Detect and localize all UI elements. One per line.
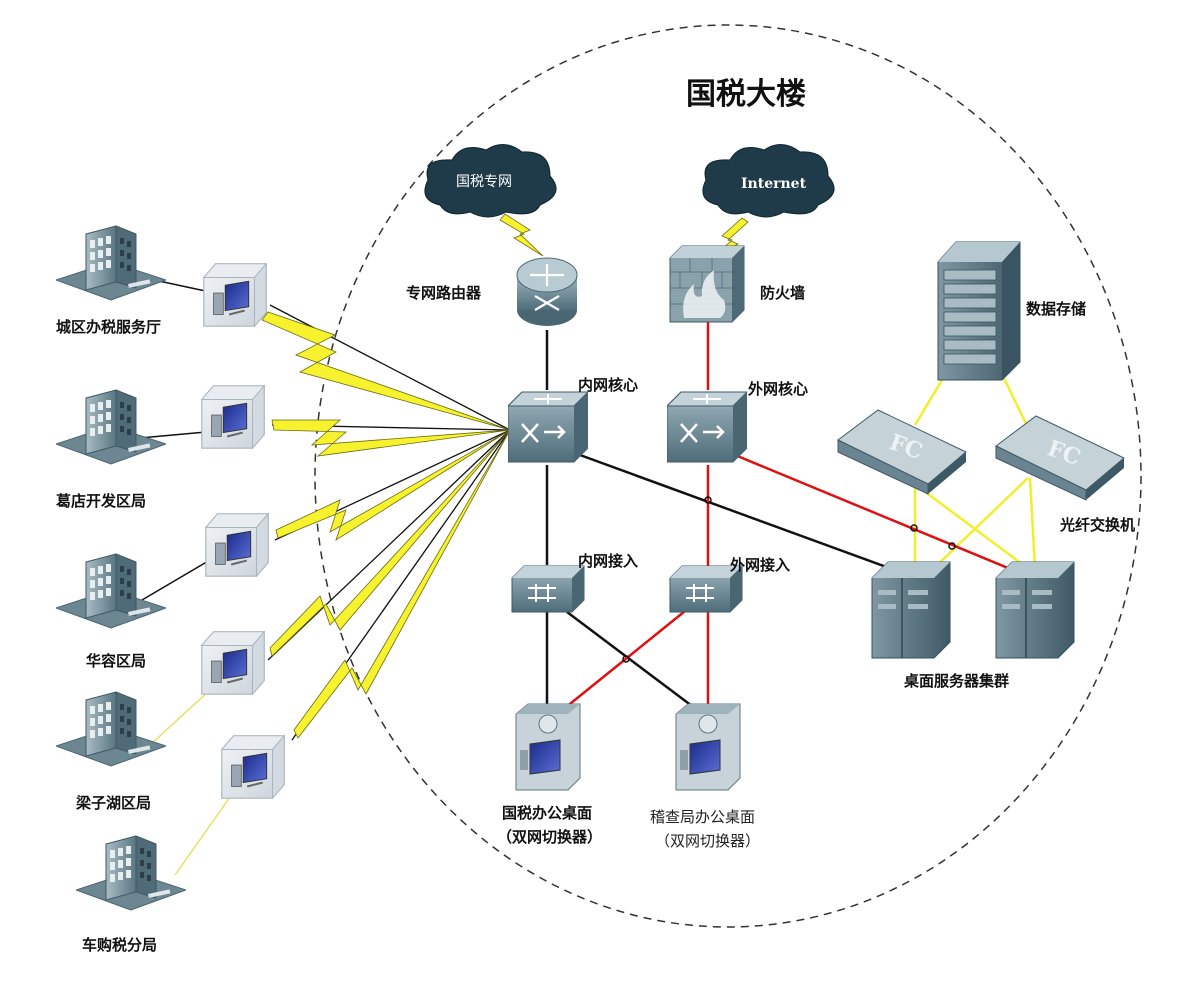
building-boundary (314, 24, 1142, 928)
cloud-internet-label: Internet (741, 176, 807, 192)
firewall (669, 245, 745, 323)
branch-terminal-4 (202, 632, 264, 694)
branch-office-3 (56, 554, 166, 628)
branch-terminal-1 (204, 264, 266, 326)
branch-label-4: 梁子湖区局 (75, 794, 151, 812)
branch-label-1: 城区办税服务厅 (56, 318, 161, 336)
branch-office-5 (76, 836, 186, 910)
cloud-private-label: 国税专网 (456, 174, 512, 190)
cloud-internet: Internet (702, 144, 835, 218)
desktop-audit-label-1: 稽查局办公桌面 (650, 808, 755, 826)
access-arrows-icon (528, 584, 556, 602)
access-arrows-icon-2 (686, 584, 714, 602)
inner-core-label: 内网核心 (578, 376, 638, 394)
inner-access-switch (511, 565, 585, 613)
private-router (516, 257, 578, 326)
desktop-tax-label-1: 国税办公桌面 (502, 804, 592, 822)
server-cluster-label: 桌面服务器集群 (903, 672, 1009, 690)
outer-access-switch (669, 565, 743, 613)
branch-terminal-5 (222, 736, 284, 798)
branch-label-2: 葛店开发区局 (55, 492, 146, 510)
outer-core-switch (667, 392, 747, 462)
flame-icon (683, 270, 726, 318)
branch-office-2 (56, 390, 166, 464)
branch-office-1 (56, 226, 166, 300)
server-cluster-left (871, 561, 951, 659)
outer-core-label: 外网核心 (747, 380, 808, 398)
desktop-audit-label-2: （双网切换器） (655, 832, 760, 850)
inner-access-label: 内网接入 (578, 552, 638, 570)
inner-core-switch (508, 392, 588, 462)
links (139, 213, 1037, 876)
data-storage-rack (937, 241, 1021, 381)
router-arrows-icon (530, 264, 564, 311)
desktop-tax-label-2: （双网切换器） (497, 828, 602, 846)
desktop-tax-office (515, 703, 581, 791)
diagram-title: 国税大楼 (686, 77, 806, 112)
fc-switch-right: FC (995, 415, 1125, 501)
branch-label-5: 车购税分局 (82, 936, 157, 954)
branch-label-3: 华容区局 (86, 652, 146, 670)
desktop-audit-office (675, 703, 741, 791)
fc-switch-left: FC (837, 409, 967, 495)
router-label: 专网路由器 (406, 284, 482, 302)
branch-office-4 (56, 692, 166, 766)
fc-switch-label: 光纤交换机 (1059, 516, 1135, 534)
firewall-label: 防火墙 (760, 284, 805, 302)
server-cluster-right (995, 561, 1075, 659)
branch-terminal-2 (202, 386, 264, 448)
cloud-private-network: 国税专网 (424, 144, 557, 218)
branch-terminal-3 (206, 514, 268, 576)
storage-label: 数据存储 (1026, 300, 1086, 318)
outer-access-label: 外网接入 (729, 556, 790, 574)
